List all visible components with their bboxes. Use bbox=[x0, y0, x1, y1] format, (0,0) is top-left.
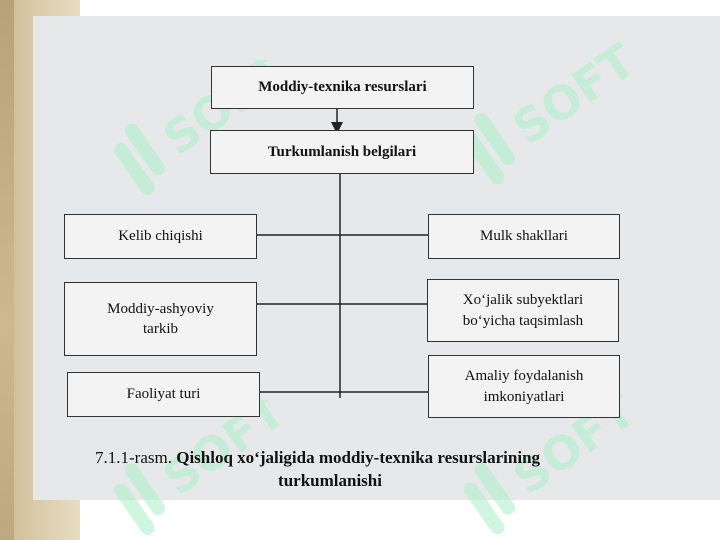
caption-number: 7.1.1-rasm. bbox=[95, 448, 172, 467]
watermark-logo: SOFT bbox=[463, 40, 645, 185]
left-box-material-composition: Moddiy-ashyoviy tarkib bbox=[64, 282, 257, 356]
left-frame-stripe bbox=[0, 0, 14, 540]
classification-box: Turkumlanish belgilari bbox=[210, 130, 474, 174]
watermark-logo: SOFT bbox=[114, 400, 285, 535]
right-box-ownership: Mulk shakllari bbox=[428, 214, 620, 259]
left-box-origin: Kelib chiqishi bbox=[64, 214, 257, 259]
caption-title-part1: Qishloq xo‘jaligida moddiy-texnika resur… bbox=[176, 448, 541, 467]
bottom-band bbox=[80, 500, 720, 540]
right-box-practical-use: Amaliy foydalanish imkoniyatlari bbox=[428, 355, 620, 418]
left-box-activity-type: Faoliyat turi bbox=[67, 372, 260, 417]
left-box-material-label: Moddiy-ashyoviy tarkib bbox=[107, 300, 214, 337]
right-box-distribution: Xo‘jalik subyektlari bo‘yicha taqsimlash bbox=[427, 279, 619, 342]
right-box-distribution-label: Xo‘jalik subyektlari bo‘yicha taqsimlash bbox=[462, 292, 584, 329]
top-box: Moddiy-texnika resurslari bbox=[211, 66, 474, 109]
right-box-practical-label: Amaliy foydalanish imkoniyatlari bbox=[464, 368, 584, 405]
figure-caption: 7.1.1-rasm. Qishloq xo‘jaligida moddiy-t… bbox=[95, 447, 655, 493]
caption-title-part2: turkumlanishi bbox=[278, 470, 382, 490]
